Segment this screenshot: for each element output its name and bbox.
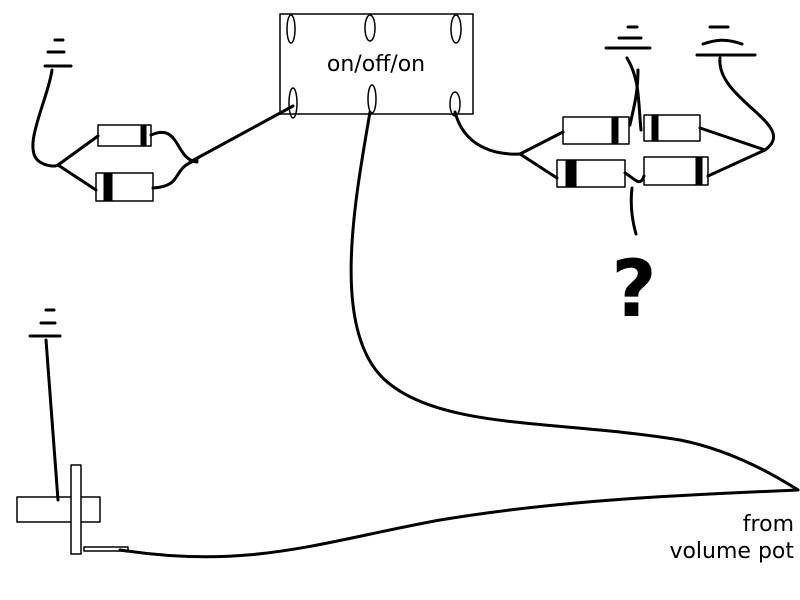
wire bbox=[188, 104, 295, 164]
switch-body bbox=[279, 13, 474, 115]
resistor bbox=[556, 159, 626, 188]
wire bbox=[706, 148, 767, 178]
signal-wire bbox=[349, 110, 800, 492]
resistor bbox=[643, 114, 701, 142]
right-resistor-group bbox=[453, 25, 775, 236]
wire bbox=[518, 130, 565, 156]
jack-shaft bbox=[70, 464, 82, 555]
output-jack bbox=[16, 308, 129, 555]
wire bbox=[151, 158, 199, 190]
resistor bbox=[643, 156, 709, 186]
ground-wire bbox=[44, 338, 60, 502]
ground-wire bbox=[718, 56, 775, 152]
wire bbox=[149, 131, 199, 164]
ground-wire bbox=[628, 68, 640, 127]
ground-symbol bbox=[43, 38, 73, 68]
switch-label: on/off/on bbox=[327, 52, 425, 77]
on-off-on-switch: on/off/on bbox=[279, 13, 474, 119]
switch-lug bbox=[367, 84, 377, 114]
jack-sleeve bbox=[16, 496, 101, 523]
resistor bbox=[97, 124, 152, 147]
switch-lug bbox=[288, 87, 298, 119]
wire bbox=[56, 134, 100, 167]
wire bbox=[56, 163, 98, 192]
unknown-connection-icon: ? bbox=[611, 245, 656, 335]
input-label: from volume pot bbox=[669, 512, 794, 564]
input-label-line1: from bbox=[743, 512, 794, 537]
switch-lug bbox=[450, 14, 462, 44]
ground-symbol bbox=[28, 308, 62, 338]
resistor bbox=[95, 172, 154, 202]
wire bbox=[698, 126, 767, 152]
left-resistor-group bbox=[31, 38, 295, 202]
switch-lug bbox=[364, 14, 376, 42]
switch-lug bbox=[286, 14, 296, 44]
jack-tip bbox=[83, 546, 129, 552]
wire bbox=[518, 152, 559, 180]
wire bbox=[623, 171, 646, 236]
wire bbox=[453, 110, 522, 156]
resistor bbox=[562, 116, 630, 145]
input-wire bbox=[118, 488, 800, 559]
ground-wire bbox=[31, 68, 60, 168]
ground-symbol bbox=[695, 25, 757, 57]
input-label-line2: volume pot bbox=[669, 539, 794, 564]
ground-symbol bbox=[604, 25, 652, 50]
